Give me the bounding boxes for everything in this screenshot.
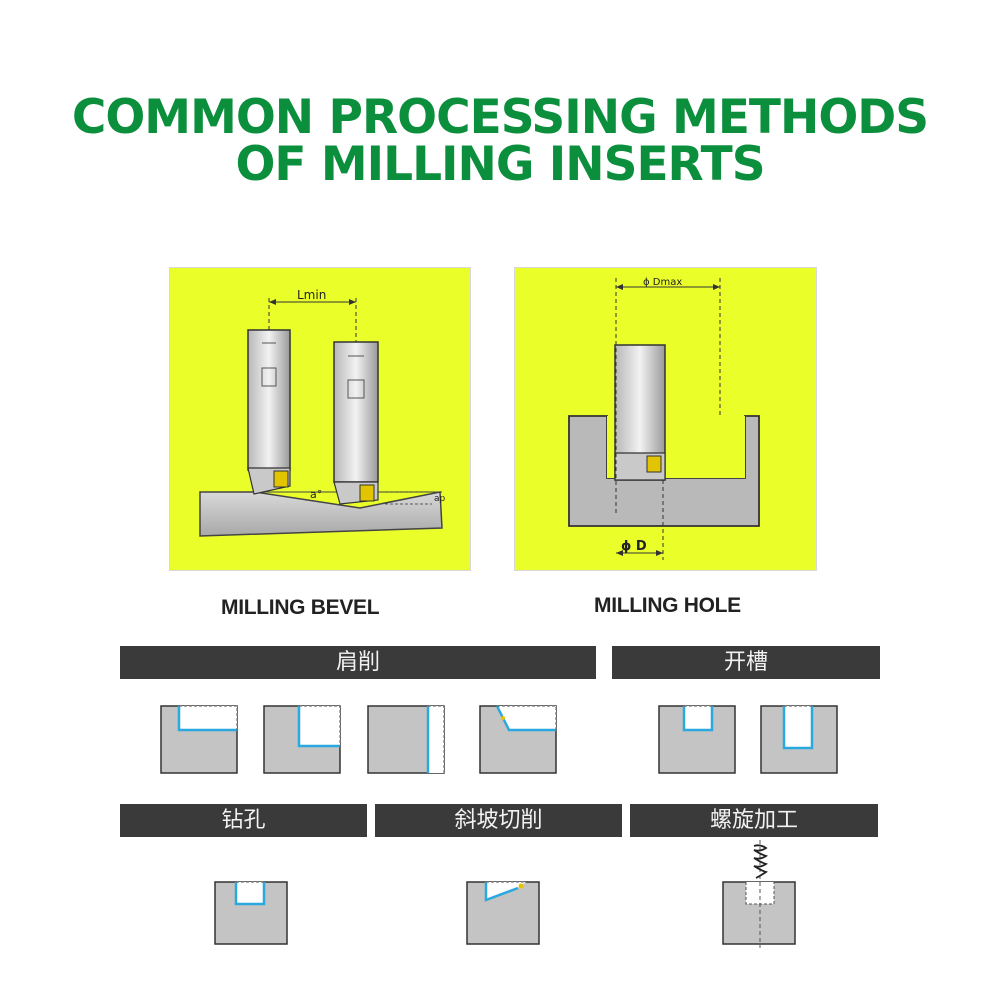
dmax-label: ϕ Dmax <box>643 277 682 288</box>
milling-bevel-caption: MILLING BEVEL <box>221 596 380 619</box>
page-title-line-2: OF MILLING INSERTS <box>235 137 765 192</box>
shoulder-diagram-3 <box>367 705 445 774</box>
milling-bevel-diagram: Lmin a° ap <box>199 288 446 537</box>
page-title-line-1: COMMON PROCESSING METHODS <box>71 90 929 145</box>
left-insert <box>273 470 289 488</box>
helix-path <box>753 844 769 879</box>
slot-diagram-1 <box>658 705 736 774</box>
lmin-label: Lmin <box>297 288 326 302</box>
milling-bevel-panel: Lmin a° ap <box>169 267 471 571</box>
slot-diagram-2 <box>760 705 838 774</box>
helical-milling-bar: 螺旋加工 <box>630 804 878 837</box>
slot-milling-bar: 开槽 <box>612 646 880 679</box>
d-label: ϕ D <box>621 539 647 554</box>
helical-diagram <box>722 840 796 948</box>
ramping-bar: 斜坡切削 <box>375 804 622 837</box>
shoulder-diagram-4 <box>479 705 557 774</box>
ap-label: ap <box>434 494 446 504</box>
shoulder-diagram-2 <box>263 705 341 774</box>
angle-label: a° <box>310 488 322 501</box>
drilling-diagram <box>214 881 288 945</box>
shoulder-milling-bar: 肩削 <box>120 646 596 679</box>
milling-hole-diagram: ϕ Dmax ϕ D <box>568 277 760 560</box>
right-insert <box>359 484 375 502</box>
right-tool-shank <box>333 341 379 483</box>
milling-hole-caption: MILLING HOLE <box>594 594 741 617</box>
left-tool-shank <box>247 329 291 471</box>
hole-insert <box>646 455 662 473</box>
ramping-diagram <box>466 881 540 945</box>
milling-hole-panel: ϕ Dmax ϕ D <box>514 267 817 571</box>
drilling-bar: 钻孔 <box>120 804 367 837</box>
shoulder-diagram-1 <box>160 705 238 774</box>
